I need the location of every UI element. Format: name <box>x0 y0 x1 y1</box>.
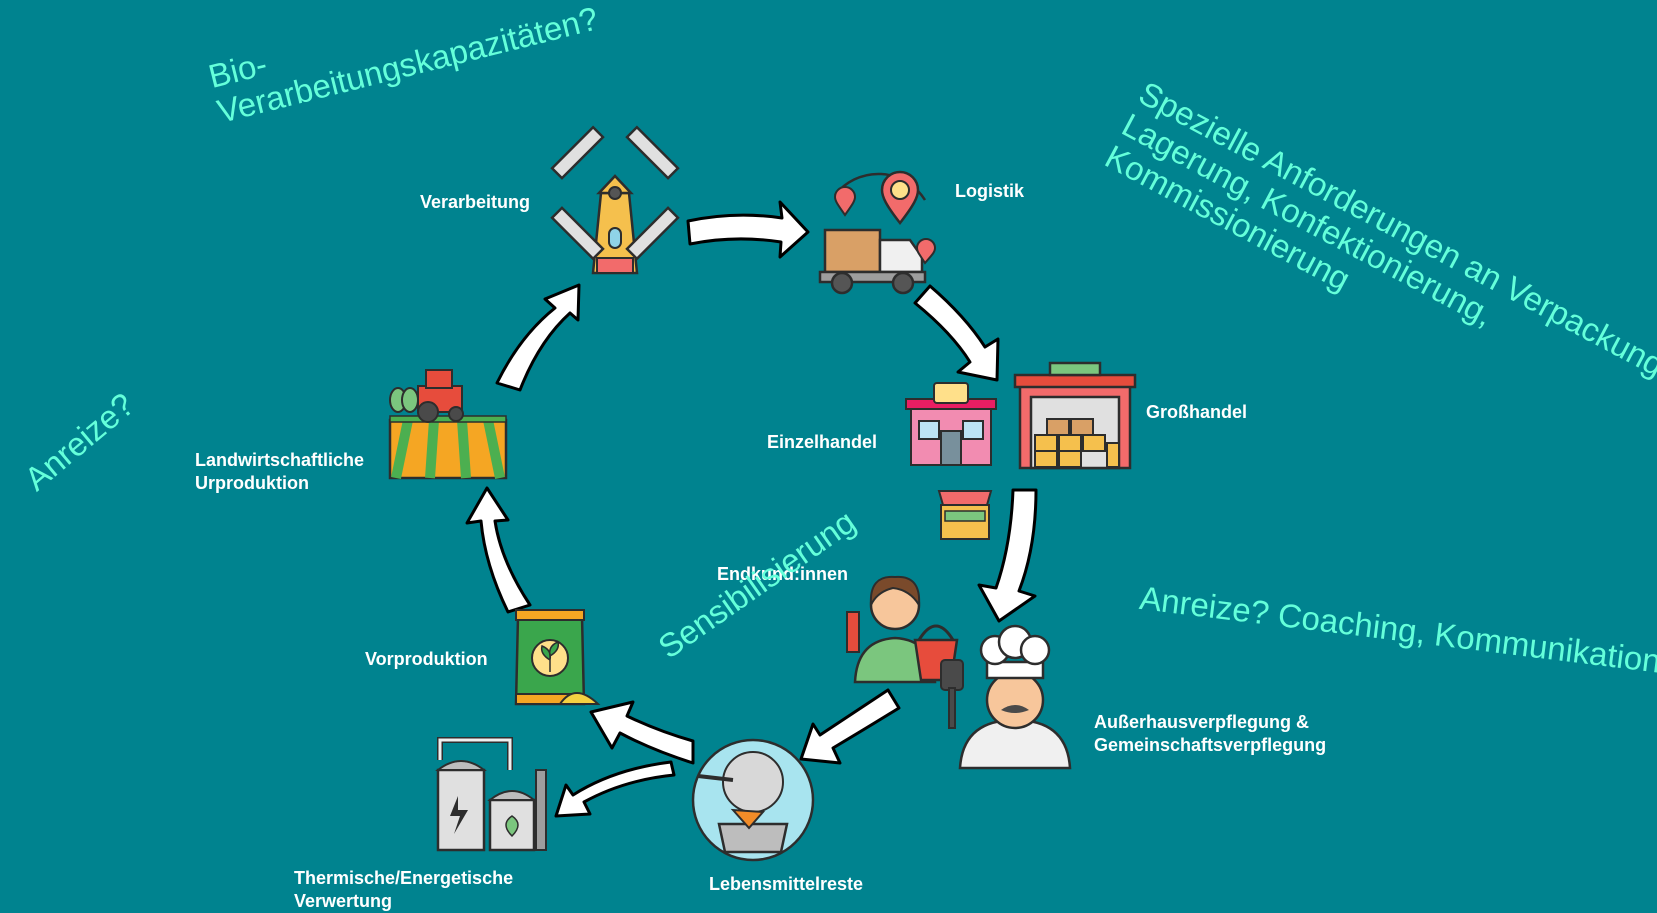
warehouse-icon <box>1013 361 1137 470</box>
seed-bag-icon <box>514 609 601 706</box>
label-lebensmittelreste: Lebensmittelreste <box>709 874 864 894</box>
label-verarbeitung: Verarbeitung <box>420 192 531 212</box>
label-thermisch-line-2: Verwertung <box>294 891 393 911</box>
delivery-truck-icon <box>818 170 937 295</box>
biogas-plant-icon <box>435 737 547 852</box>
tractor-field-icon <box>388 369 508 480</box>
arrow-gastro-to-reste <box>799 688 901 765</box>
cycle-arrows <box>465 200 1038 818</box>
label-ausser-haus-line-2: Gemeinschaftsverpflegung <box>1094 735 1327 755</box>
store-icon <box>905 382 997 466</box>
label-einzelhandel: Einzelhandel <box>767 432 878 452</box>
market-stall-icon <box>937 490 993 540</box>
arrow-verarbeitung-to-logistik <box>686 200 810 259</box>
label-ausser-haus: Außerhausverpflegung & Gemeinschaftsverp… <box>1094 711 1326 757</box>
arrow-vorproduktion-to-landwirtschaft <box>465 486 532 614</box>
arrow-reste-to-vorproduktion <box>589 700 695 765</box>
arrow-landwirtschaft-to-verarbeitung <box>495 283 581 392</box>
label-ausser-haus-line-1: Außerhausverpflegung & <box>1094 712 1310 732</box>
arrow-grosshandel-to-endkunden <box>977 488 1038 623</box>
label-thermisch-line-1: Thermische/Energetische <box>294 868 514 888</box>
label-thermisch: Thermische/Energetische Verwertung <box>294 867 513 913</box>
label-grosshandel: Großhandel <box>1146 402 1248 422</box>
arrow-logistik-to-grosshandel <box>913 284 1000 382</box>
label-endkunden: Endkund:innen <box>717 564 848 584</box>
label-landwirtschaft-line-2: Urproduktion <box>195 473 309 493</box>
label-logistik: Logistik <box>955 181 1025 201</box>
label-landwirtschaft: Landwirtschaftliche Urproduktion <box>195 449 364 495</box>
label-landwirtschaft-line-1: Landwirtschaftliche <box>195 450 365 470</box>
chef-icon <box>940 624 1072 770</box>
label-vorproduktion: Vorproduktion <box>365 649 488 669</box>
food-waste-icon <box>691 738 815 862</box>
arrow-reste-to-thermisch <box>554 760 676 818</box>
windmill-icon <box>550 125 680 275</box>
